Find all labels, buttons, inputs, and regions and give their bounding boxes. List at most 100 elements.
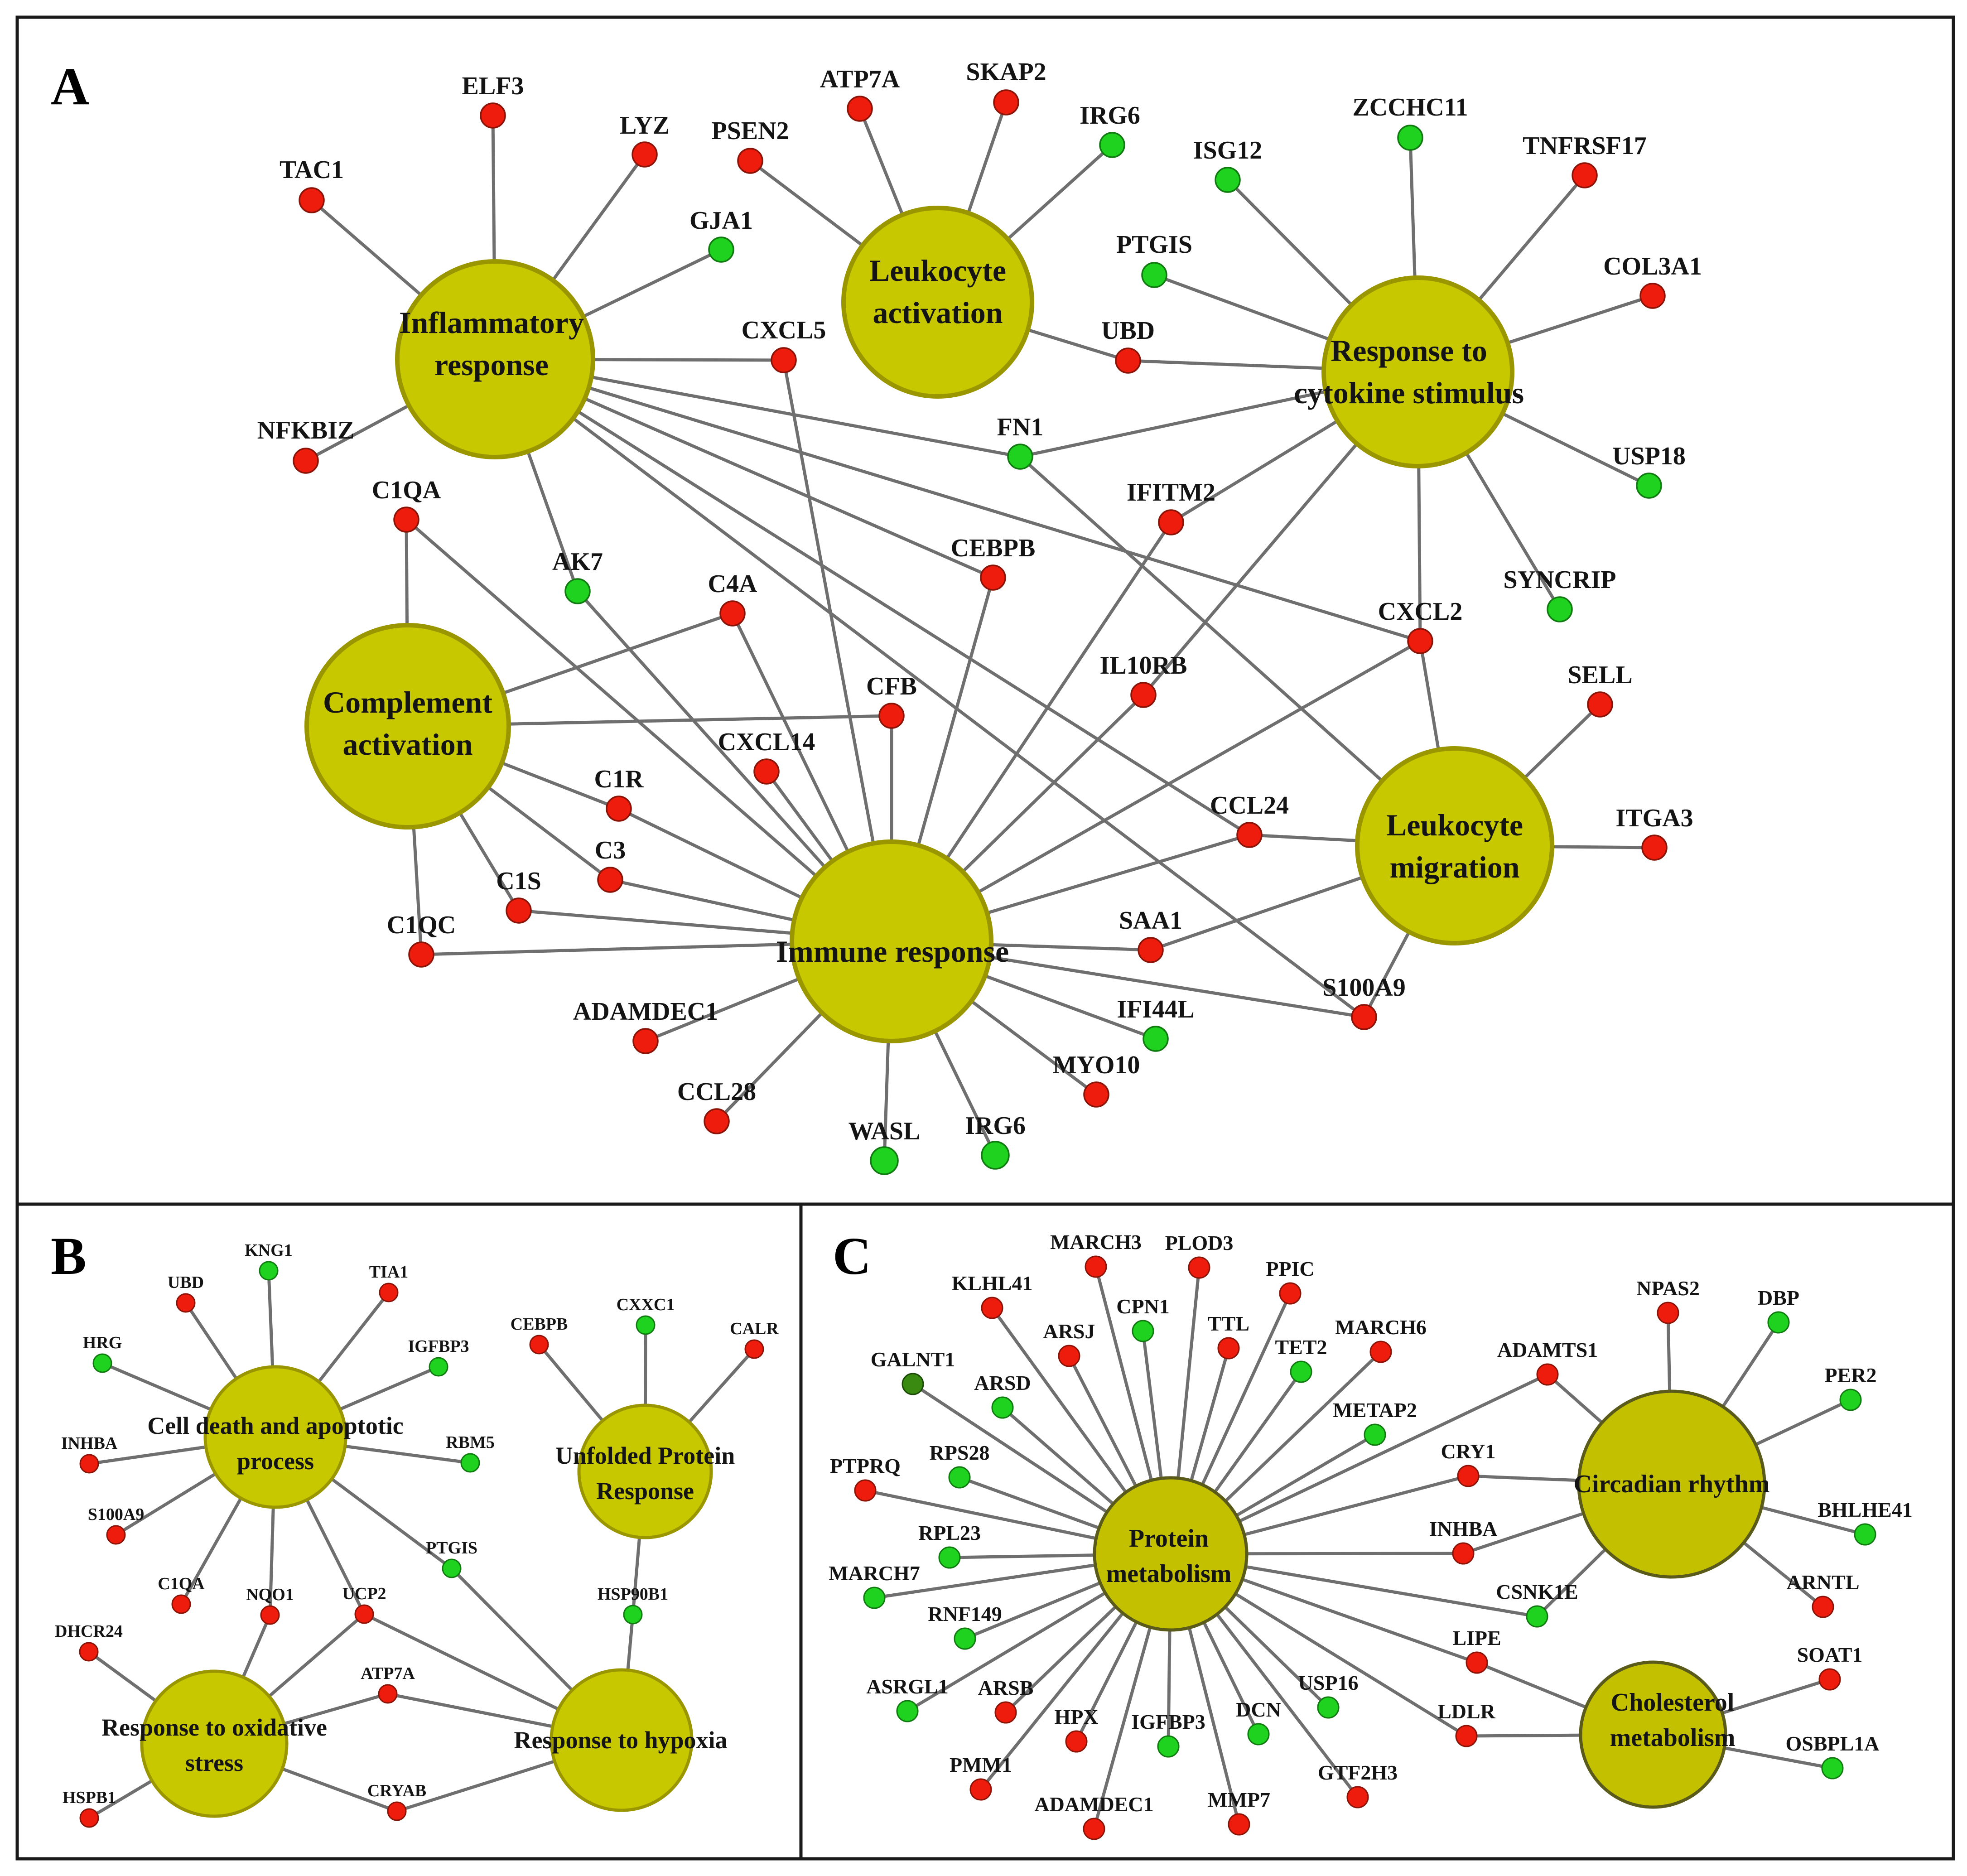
- gene-node-c-cpn1[interactable]: [1132, 1320, 1154, 1342]
- gene-node-c-ttl[interactable]: [1217, 1337, 1240, 1360]
- hub-node-a-leuk-migration[interactable]: [1355, 746, 1554, 945]
- gene-node-b-cryab[interactable]: [387, 1801, 407, 1821]
- gene-node-c-galnt1[interactable]: [902, 1373, 924, 1395]
- hub-node-a-leuk-activation[interactable]: [841, 206, 1034, 399]
- gene-node-a-cebpb[interactable]: [980, 564, 1006, 591]
- gene-node-b-cebpb[interactable]: [529, 1335, 549, 1355]
- gene-node-c-arsj[interactable]: [1058, 1345, 1080, 1367]
- gene-node-a-ccl24[interactable]: [1236, 822, 1263, 848]
- gene-node-a-cfb[interactable]: [878, 703, 905, 729]
- gene-node-a-tnfrsf17[interactable]: [1572, 162, 1598, 188]
- gene-node-a-usp18[interactable]: [1636, 473, 1662, 499]
- gene-node-b-hsp90b1[interactable]: [623, 1605, 643, 1625]
- gene-node-b-inhba[interactable]: [79, 1454, 99, 1474]
- gene-node-a-irg6-top[interactable]: [1099, 132, 1125, 158]
- gene-node-a-itga3[interactable]: [1641, 834, 1668, 861]
- gene-node-a-c1r[interactable]: [606, 796, 632, 822]
- gene-node-c-adamts1[interactable]: [1536, 1363, 1559, 1386]
- gene-node-c-tet2[interactable]: [1290, 1360, 1312, 1383]
- gene-node-b-calr[interactable]: [744, 1339, 764, 1359]
- gene-node-c-dbp[interactable]: [1767, 1311, 1790, 1334]
- gene-node-a-cxcl14[interactable]: [753, 758, 780, 785]
- gene-node-c-soat1[interactable]: [1818, 1668, 1841, 1691]
- gene-node-b-hrg[interactable]: [92, 1353, 112, 1373]
- gene-node-a-c3[interactable]: [597, 867, 623, 893]
- gene-node-a-il10rb[interactable]: [1130, 682, 1157, 708]
- gene-node-b-c1qa[interactable]: [171, 1594, 191, 1614]
- gene-node-a-col3a1[interactable]: [1639, 283, 1666, 309]
- gene-node-a-c1s[interactable]: [506, 897, 532, 924]
- gene-node-c-rps28[interactable]: [948, 1466, 971, 1489]
- hub-node-c-cholesterol[interactable]: [1579, 1660, 1727, 1809]
- gene-node-b-igfbp3[interactable]: [429, 1357, 448, 1377]
- gene-node-a-isg12[interactable]: [1215, 167, 1241, 193]
- hub-node-a-inflammatory[interactable]: [395, 259, 595, 459]
- gene-node-a-nfkbiz[interactable]: [293, 448, 319, 474]
- gene-node-c-cry1[interactable]: [1457, 1465, 1480, 1487]
- hub-node-b-oxidative[interactable]: [140, 1669, 289, 1818]
- gene-node-c-plod3[interactable]: [1188, 1256, 1210, 1279]
- gene-node-a-ubd[interactable]: [1115, 347, 1141, 374]
- gene-node-a-ccl28[interactable]: [704, 1108, 730, 1134]
- gene-node-c-march6[interactable]: [1369, 1341, 1392, 1363]
- gene-node-b-cxxc1[interactable]: [636, 1315, 656, 1335]
- gene-node-c-mmp7[interactable]: [1228, 1813, 1250, 1836]
- gene-node-a-elf3[interactable]: [480, 102, 506, 129]
- gene-node-c-metap2[interactable]: [1364, 1423, 1386, 1446]
- gene-node-c-per2[interactable]: [1839, 1389, 1862, 1411]
- hub-node-a-immune[interactable]: [790, 839, 993, 1043]
- gene-node-a-saa1[interactable]: [1138, 937, 1164, 963]
- gene-node-c-asrgl1[interactable]: [896, 1700, 919, 1722]
- gene-node-b-atp7a[interactable]: [378, 1684, 398, 1704]
- gene-node-c-march3[interactable]: [1085, 1255, 1107, 1278]
- gene-node-c-ppic[interactable]: [1279, 1282, 1302, 1305]
- gene-node-a-ifi44l[interactable]: [1143, 1026, 1169, 1052]
- gene-node-a-ptgis[interactable]: [1141, 262, 1167, 288]
- gene-node-a-adamdec1[interactable]: [632, 1028, 659, 1054]
- gene-node-c-rnf149[interactable]: [954, 1627, 976, 1650]
- hub-node-c-protein[interactable]: [1093, 1476, 1249, 1632]
- gene-node-a-s100a9[interactable]: [1351, 1004, 1377, 1030]
- gene-node-c-ldlr[interactable]: [1455, 1725, 1478, 1747]
- gene-node-c-usp16[interactable]: [1317, 1696, 1340, 1719]
- gene-node-b-dhcr24[interactable]: [79, 1642, 99, 1662]
- gene-node-c-hpx[interactable]: [1065, 1730, 1088, 1753]
- gene-node-a-wasl[interactable]: [870, 1146, 899, 1175]
- gene-node-a-c1qa[interactable]: [393, 506, 419, 533]
- gene-node-c-osbpl1a[interactable]: [1821, 1757, 1844, 1780]
- gene-node-c-dcn[interactable]: [1247, 1723, 1270, 1746]
- gene-node-c-csnk1e[interactable]: [1526, 1605, 1548, 1628]
- hub-node-b-cell-death[interactable]: [203, 1365, 347, 1509]
- hub-node-b-hypoxia[interactable]: [550, 1668, 694, 1812]
- gene-node-a-fn1[interactable]: [1007, 444, 1033, 470]
- gene-node-a-atp7a[interactable]: [847, 96, 873, 122]
- gene-node-a-psen2[interactable]: [737, 148, 763, 174]
- gene-node-a-myo10[interactable]: [1083, 1081, 1109, 1108]
- hub-node-a-complement[interactable]: [304, 623, 511, 829]
- gene-node-a-tac1[interactable]: [299, 187, 325, 213]
- gene-node-b-ucp2[interactable]: [354, 1604, 374, 1624]
- gene-node-a-c1qc[interactable]: [408, 941, 434, 968]
- gene-node-c-pmm1[interactable]: [969, 1778, 992, 1801]
- gene-node-b-kng1[interactable]: [259, 1261, 279, 1281]
- gene-node-a-cxcl5[interactable]: [771, 347, 797, 373]
- gene-node-c-rpl23[interactable]: [938, 1546, 961, 1569]
- gene-node-c-arntl[interactable]: [1812, 1596, 1834, 1618]
- gene-node-b-nqo1[interactable]: [260, 1605, 280, 1625]
- gene-node-b-s100a9[interactable]: [106, 1525, 126, 1545]
- gene-node-c-lipe[interactable]: [1466, 1651, 1488, 1674]
- gene-node-a-skap2[interactable]: [993, 89, 1019, 116]
- gene-node-a-syncrip[interactable]: [1547, 596, 1573, 622]
- gene-node-c-march7[interactable]: [863, 1587, 886, 1609]
- gene-node-a-c4a[interactable]: [719, 600, 746, 627]
- gene-node-a-irg6-bottom[interactable]: [981, 1141, 1010, 1170]
- gene-node-c-arsb[interactable]: [994, 1701, 1017, 1724]
- gene-node-a-ifitm2[interactable]: [1158, 509, 1184, 535]
- gene-node-c-arsd[interactable]: [991, 1396, 1014, 1419]
- gene-node-b-ubd[interactable]: [176, 1293, 196, 1313]
- gene-node-a-zcchc11[interactable]: [1397, 125, 1423, 151]
- hub-node-a-cytokine[interactable]: [1321, 275, 1514, 468]
- gene-node-c-adamdec1[interactable]: [1083, 1818, 1105, 1840]
- gene-node-c-npas2[interactable]: [1657, 1302, 1679, 1324]
- gene-node-a-ak7[interactable]: [564, 578, 591, 604]
